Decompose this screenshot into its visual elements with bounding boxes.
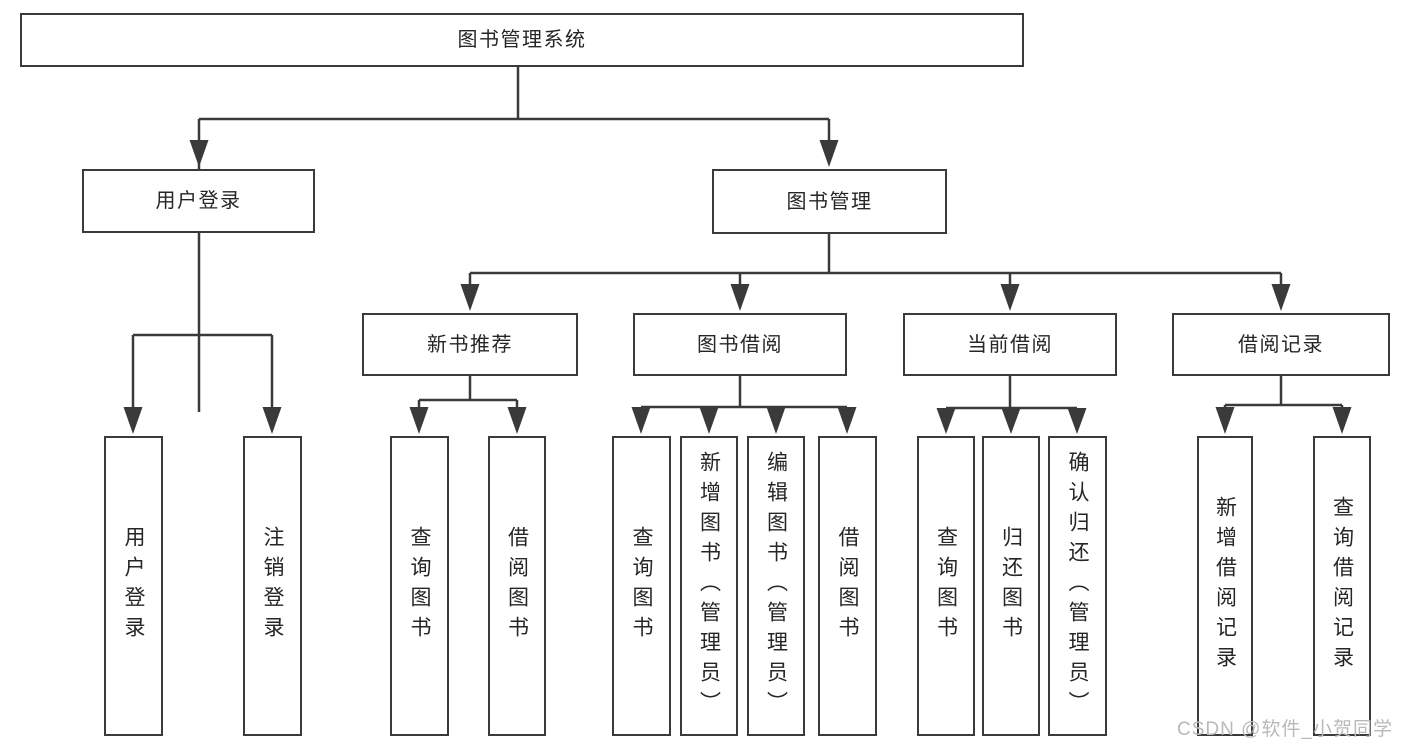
node-borrow-records: 借阅记录: [1172, 313, 1390, 376]
leaf-br-add-record: 新增借阅记录: [1197, 436, 1253, 736]
leaf-bb-edit-books-admin: 编辑图书（管理员）: [747, 436, 805, 736]
node-label: 当前借阅: [967, 333, 1053, 356]
leaf-cb-return-books: 归还图书: [982, 436, 1040, 736]
leaf-label: 新增借阅记录: [1213, 496, 1237, 676]
leaf-label: 编辑图书（管理员）: [764, 451, 788, 721]
node-book-borrow: 图书借阅: [633, 313, 847, 376]
leaf-label: 归还图书: [999, 526, 1023, 646]
leaf-br-query-record: 查询借阅记录: [1313, 436, 1371, 736]
node-library-management-system: 图书管理系统: [20, 13, 1024, 67]
leaf-cb-query-books: 查询图书: [917, 436, 975, 736]
leaf-nbr-query-books: 查询图书: [390, 436, 449, 736]
leaf-label: 查询借阅记录: [1330, 496, 1354, 676]
leaf-label: 注销登录: [261, 526, 284, 646]
leaf-bb-borrow-books: 借阅图书: [818, 436, 877, 736]
leaf-cb-confirm-return-admin: 确认归还（管理员）: [1048, 436, 1107, 736]
node-label: 图书管理: [786, 190, 873, 213]
leaf-nbr-borrow-books: 借阅图书: [488, 436, 546, 736]
leaf-label: 用户登录: [122, 526, 145, 646]
leaf-bb-query-books: 查询图书: [612, 436, 671, 736]
node-book-management: 图书管理: [712, 169, 947, 234]
leaf-label: 查询图书: [408, 526, 431, 646]
leaf-label: 借阅图书: [836, 526, 859, 646]
node-current-borrow: 当前借阅: [903, 313, 1117, 376]
node-label: 图书借阅: [697, 333, 783, 356]
node-label: 新书推荐: [427, 333, 513, 356]
leaf-logout: 注销登录: [243, 436, 302, 736]
node-new-book-recommend: 新书推荐: [362, 313, 578, 376]
node-label: 用户登录: [155, 190, 242, 212]
leaf-label: 借阅图书: [505, 526, 529, 646]
leaf-label: 确认归还（管理员）: [1066, 451, 1089, 721]
csdn-watermark: CSDN @软件_小贺同学: [1177, 719, 1393, 740]
leaf-user-login: 用户登录: [104, 436, 163, 736]
leaf-label: 查询图书: [630, 526, 653, 646]
leaf-label: 查询图书: [934, 526, 958, 646]
node-label: 图书管理系统: [457, 29, 587, 51]
leaf-label: 新增图书（管理员）: [697, 451, 721, 721]
leaf-bb-add-books-admin: 新增图书（管理员）: [680, 436, 738, 736]
node-user-login: 用户登录: [82, 169, 315, 233]
node-label: 借阅记录: [1238, 333, 1324, 356]
